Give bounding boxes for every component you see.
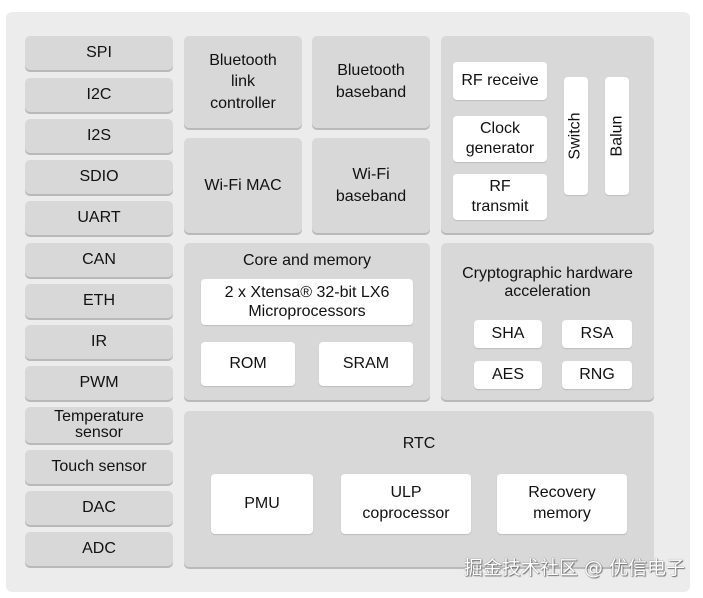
block-wifi-mac: Wi-Fi MAC	[184, 138, 302, 233]
block-uart: UART	[25, 201, 173, 235]
watermark: 掘金技术社区 @ 优信电子	[463, 557, 685, 579]
block-bluetooth-link-controller: Bluetooth link controller	[184, 36, 302, 128]
block-spi: SPI	[25, 36, 173, 70]
block-eth: ETH	[25, 284, 173, 318]
rf-receive: RF receive	[453, 62, 547, 100]
block-dac: DAC	[25, 491, 173, 525]
pmu-block: PMU	[211, 474, 313, 534]
sha-block: SHA	[474, 320, 542, 348]
block-pwm: PWM	[25, 366, 173, 400]
rsa-block: RSA	[562, 320, 632, 348]
block-can: CAN	[25, 243, 173, 277]
block-bluetooth-baseband: Bluetooth baseband	[312, 36, 430, 128]
block-wifi-baseband: Wi-Fi baseband	[312, 138, 430, 233]
rom-block: ROM	[201, 342, 295, 386]
switch-block: Switch	[564, 77, 588, 195]
rf-transmit: RF transmit	[453, 174, 547, 220]
switch-label: Switch	[567, 112, 584, 160]
balun-label: Balun	[608, 115, 626, 157]
crypto-title: Cryptographic hardware acceleration	[462, 265, 633, 301]
block-adc: ADC	[25, 532, 173, 566]
block-touch-sensor: Touch sensor	[25, 450, 173, 484]
balun-block: Balun	[605, 77, 629, 195]
rng-block: RNG	[562, 361, 632, 389]
sram-block: SRAM	[319, 342, 413, 386]
block-sdio: SDIO	[25, 160, 173, 194]
block-i2s: I2S	[25, 119, 173, 153]
rtc-title: RTC	[402, 435, 436, 452]
recovery-memory-block: Recovery memory	[497, 474, 627, 534]
block-ir: IR	[25, 325, 173, 359]
block-temperature-sensor: Temperature sensor	[25, 407, 173, 443]
ulp-coprocessor-block: ULP coprocessor	[341, 474, 471, 534]
block-i2c: I2C	[25, 78, 173, 112]
aes-block: AES	[474, 361, 542, 389]
clock-generator: Clock generator	[453, 116, 547, 162]
core-title: Core and memory	[242, 252, 372, 269]
microprocessors: 2 x Xtensa® 32-bit LX6 Microprocessors	[201, 279, 413, 325]
